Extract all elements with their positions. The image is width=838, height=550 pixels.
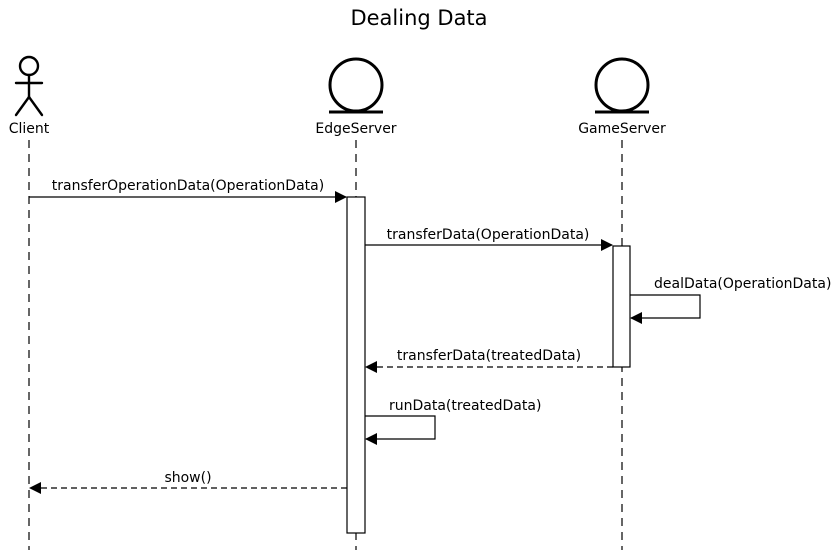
message-label-deal-data: dealData(OperationData) (654, 276, 831, 292)
game-server-entity-icon (594, 57, 650, 114)
message-label-transfer-data-operation: transferData(OperationData) (387, 227, 590, 243)
message-arrow-deal-data (630, 294, 701, 324)
game-server-label: GameServer (578, 121, 666, 137)
edge-server-label: EdgeServer (315, 121, 396, 137)
message-label-transfer-operation-data: transferOperationData(OperationData) (52, 178, 324, 194)
edge-server-activation-bar (346, 196, 366, 534)
client-label: Client (9, 121, 50, 137)
message-label-transfer-data-treated: transferData(treatedData) (397, 348, 581, 364)
diagram-title: Dealing Data (350, 6, 488, 30)
message-arrow-run-data (365, 415, 436, 445)
message-label-show: show() (164, 470, 211, 486)
client-actor-icon (14, 55, 44, 117)
game-server-activation-bar (612, 245, 631, 368)
message-label-run-data: runData(treatedData) (389, 398, 541, 414)
edge-server-entity-icon (328, 57, 384, 114)
